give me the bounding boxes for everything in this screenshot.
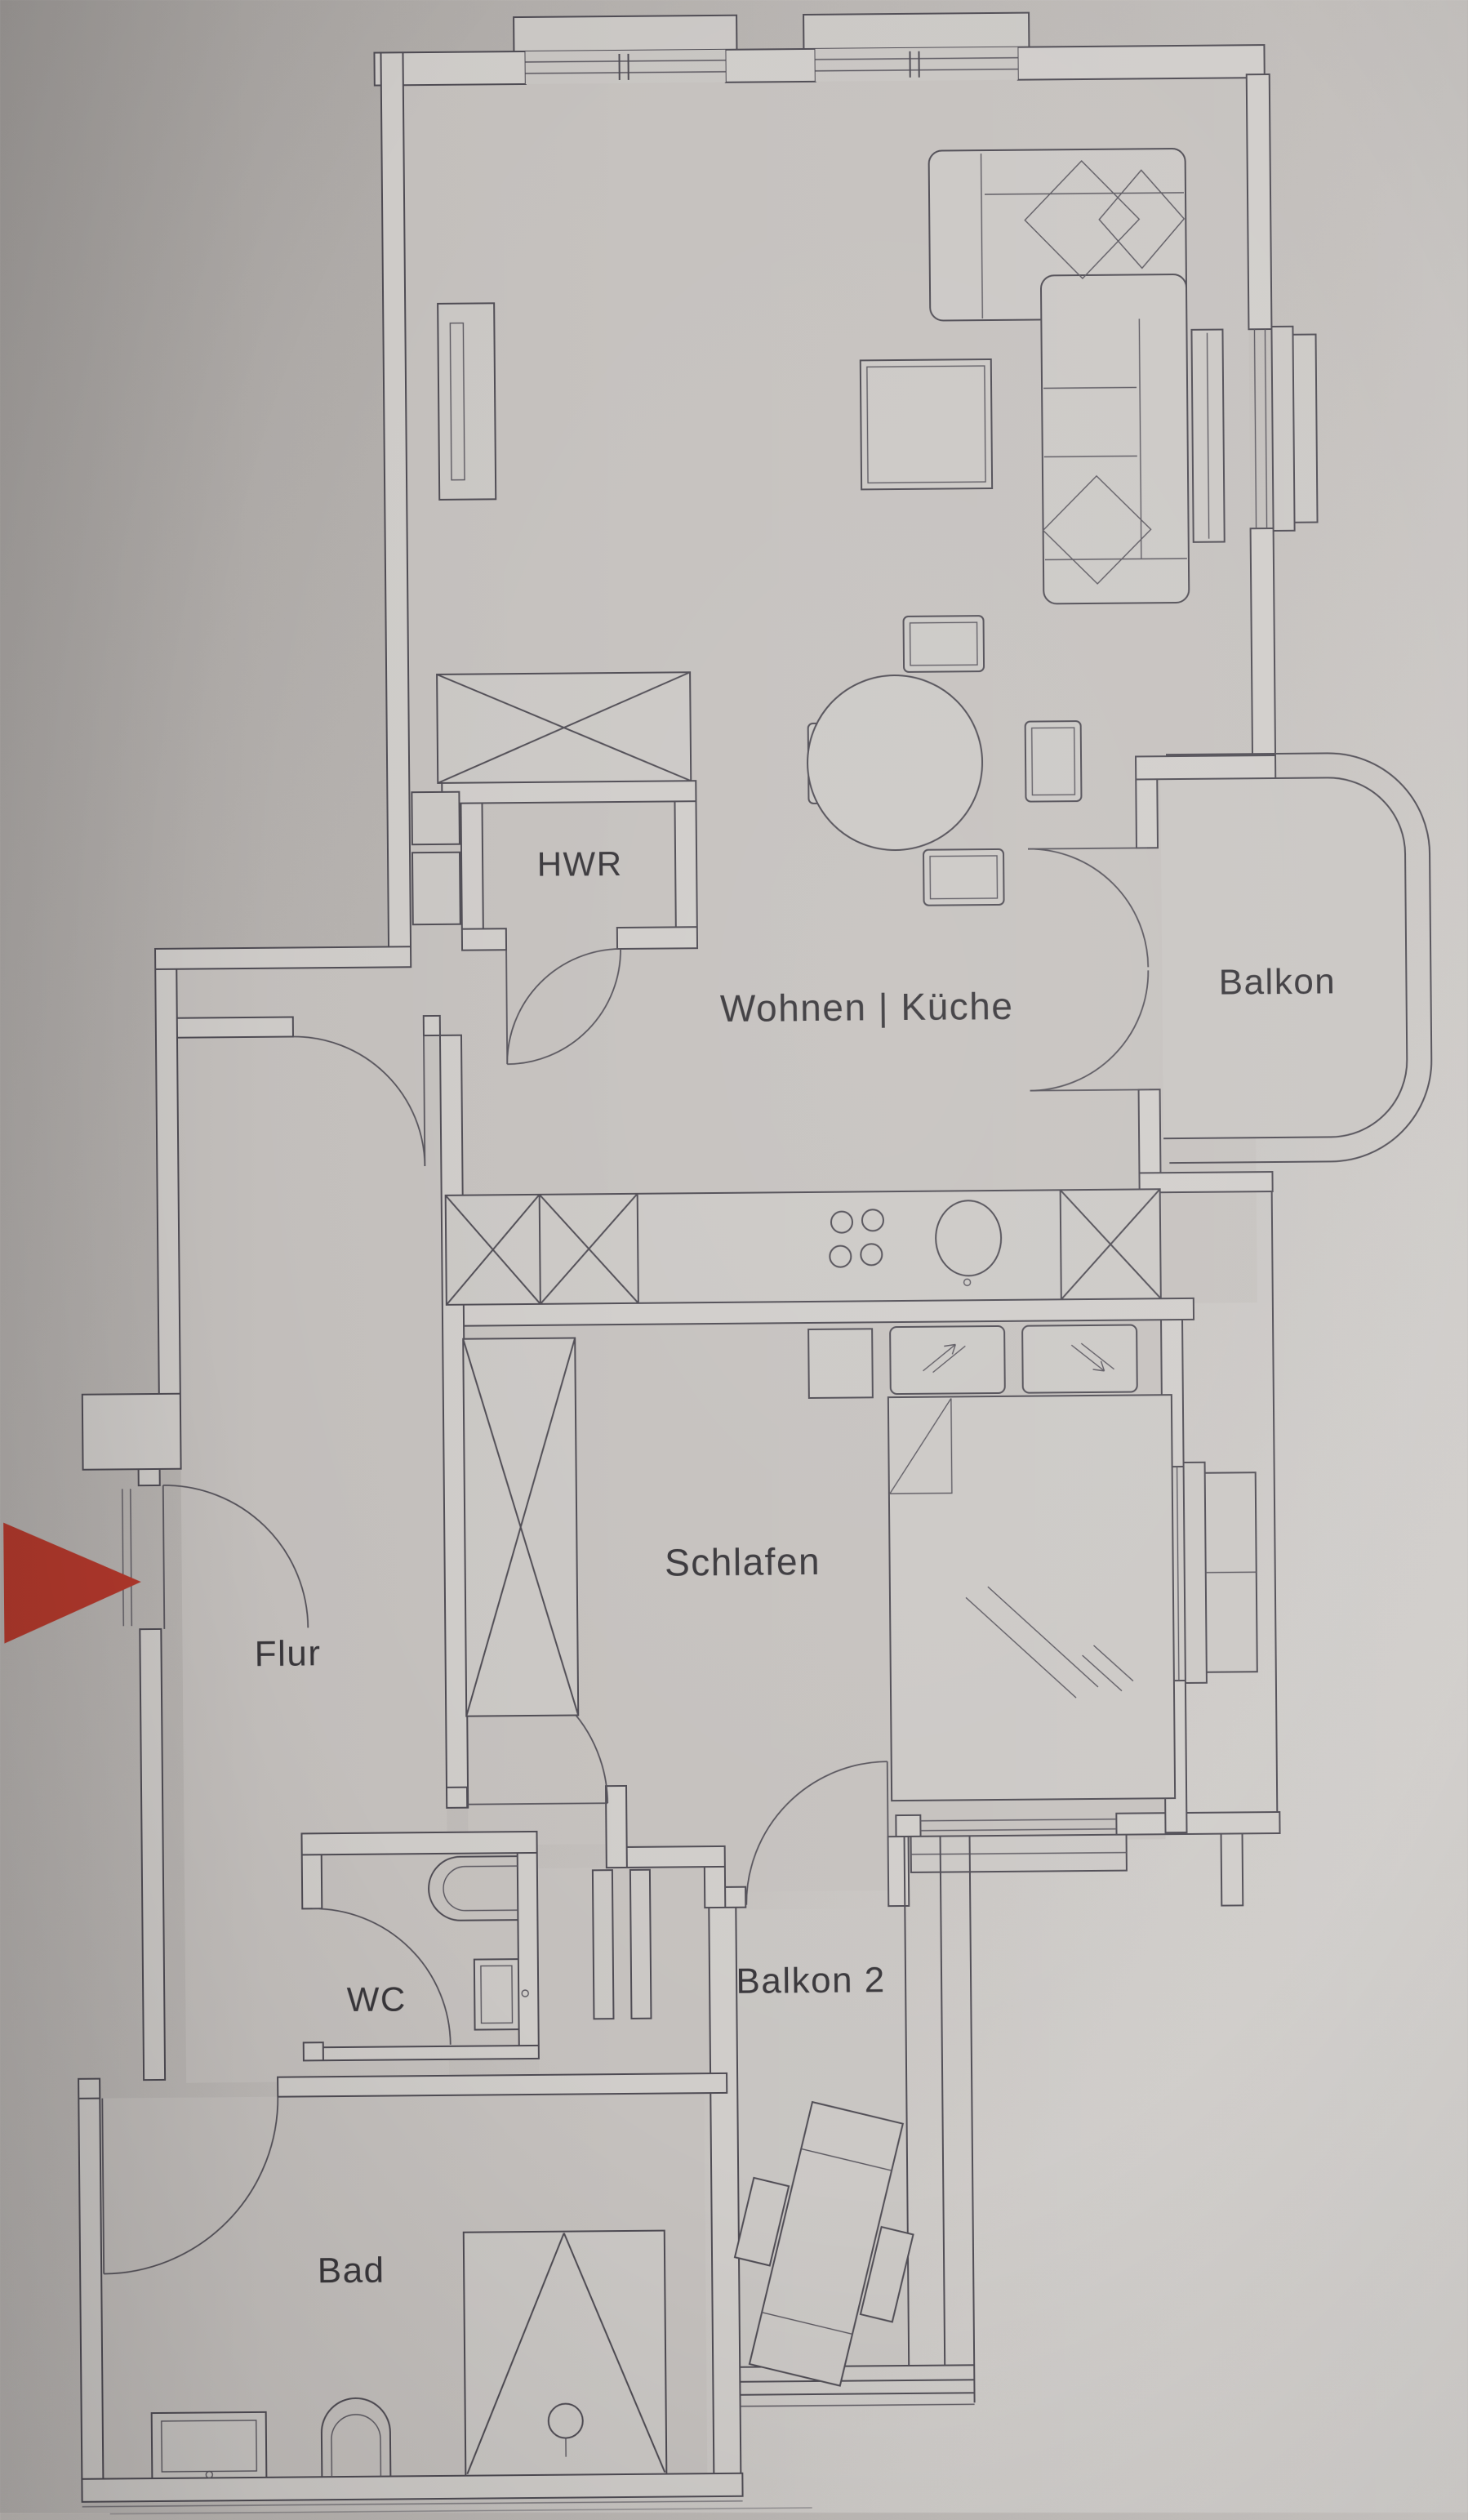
room-label-flur: Flur <box>254 1633 321 1675</box>
room-label-wohnen-kueche: Wohnen | Küche <box>720 984 1014 1031</box>
chair <box>1025 721 1082 802</box>
side-table <box>861 359 992 489</box>
chair <box>904 616 985 672</box>
wardrobe <box>463 1338 578 1716</box>
shower <box>464 2231 667 2476</box>
hwr-door-leaf <box>506 950 507 1064</box>
window-sill <box>1184 1463 1207 1683</box>
entrance-arrow-icon <box>3 1521 141 1643</box>
bath-washbasin <box>152 2412 267 2478</box>
window-sill <box>514 16 736 51</box>
radiator <box>438 303 496 500</box>
chair <box>923 849 1004 906</box>
hwr-duct-boxes <box>411 792 460 925</box>
window-sill <box>1293 335 1318 523</box>
room-label-schlafen: Schlafen <box>665 1539 821 1585</box>
window-sill <box>1271 327 1294 531</box>
sideboard <box>437 672 691 783</box>
tv-sideboard <box>1191 330 1224 542</box>
room-label-hwr: HWR <box>537 844 623 884</box>
mattress <box>888 1395 1175 1801</box>
table-top <box>807 675 983 851</box>
pillow <box>1022 1325 1137 1392</box>
nightstand <box>808 1329 873 1398</box>
entrance-door-leaf <box>163 1485 165 1629</box>
kitchen-counter <box>446 1189 1161 1305</box>
room-label-balkon2: Balkon 2 <box>736 1960 886 2002</box>
window-sill <box>803 13 1029 49</box>
room-label-balkon: Balkon <box>1218 961 1336 1003</box>
room-label-bad: Bad <box>318 2251 385 2292</box>
room-label-wc: WC <box>347 1979 407 2019</box>
